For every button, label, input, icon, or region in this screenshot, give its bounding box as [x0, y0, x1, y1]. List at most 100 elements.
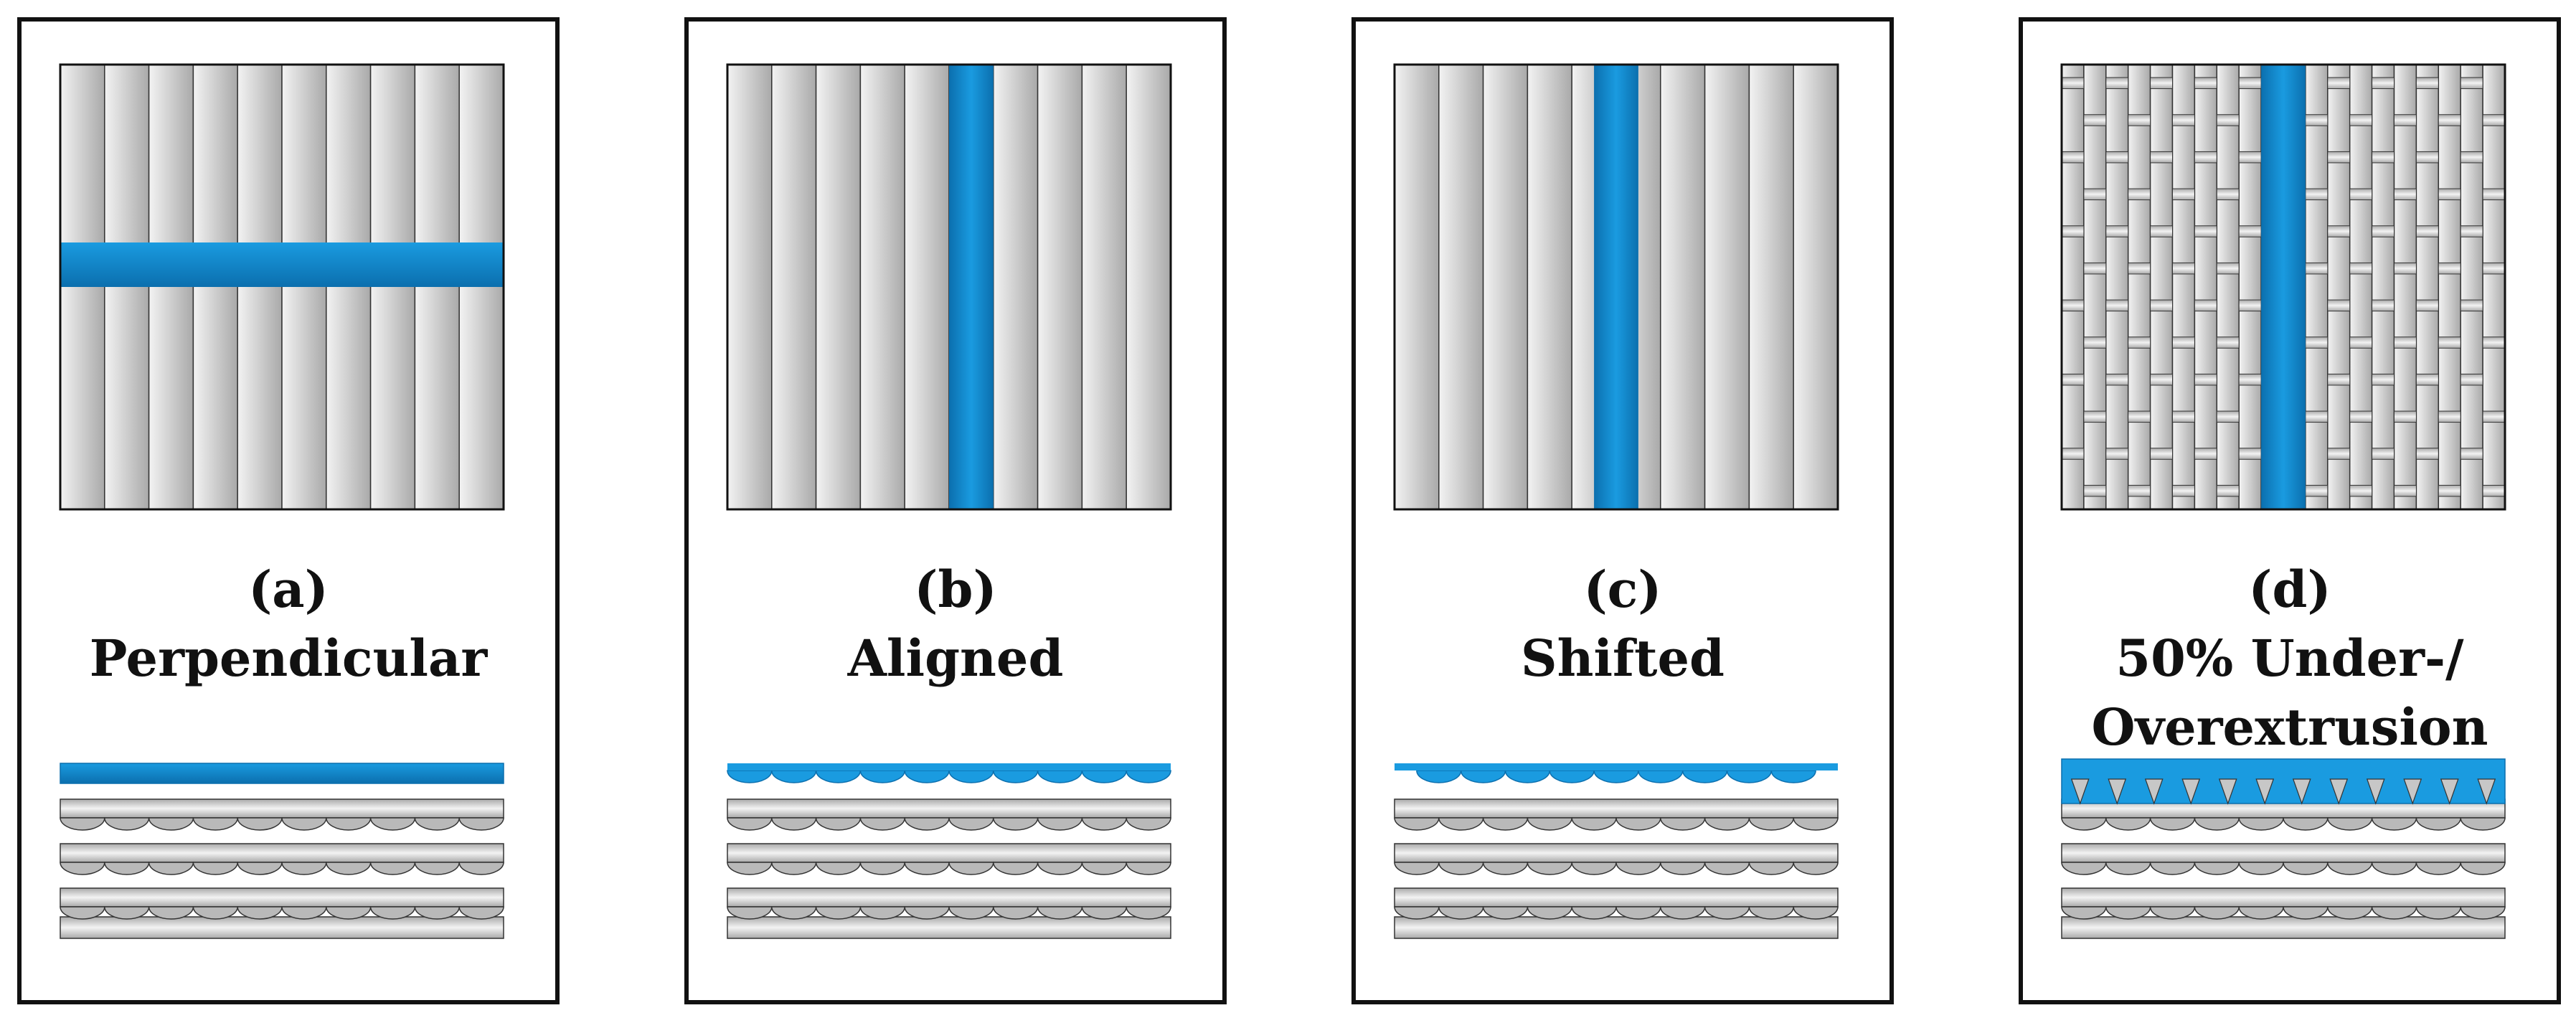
strand	[2128, 114, 2151, 126]
strand	[2194, 448, 2217, 460]
strand	[2216, 484, 2240, 497]
bead	[60, 862, 105, 875]
strand	[2438, 188, 2461, 201]
bead	[1704, 862, 1750, 875]
bead	[281, 862, 327, 875]
strand	[2238, 373, 2262, 386]
highlight-bead	[771, 770, 817, 783]
bead	[1438, 817, 1484, 831]
bead	[1126, 862, 1171, 875]
strand	[1438, 64, 1484, 510]
bead	[281, 906, 327, 920]
plate	[727, 887, 1171, 908]
strand	[2327, 448, 2351, 460]
cross-section	[2061, 758, 2506, 939]
strand	[2194, 299, 2217, 312]
bead	[1527, 906, 1572, 920]
bead	[1527, 862, 1572, 875]
panel-b-illustration	[726, 63, 1172, 939]
panel-a-perpendicular: (a) Perpendicular	[17, 17, 560, 1004]
strand	[2327, 225, 2351, 237]
bead	[2327, 862, 2373, 875]
strand	[2149, 64, 2174, 510]
strand	[859, 64, 905, 510]
bead	[2070, 778, 2090, 805]
strand	[2083, 410, 2107, 423]
strand	[2194, 77, 2217, 90]
highlight-bead	[1726, 770, 1773, 783]
highlight-strand	[949, 65, 994, 509]
strand	[2482, 410, 2506, 423]
strand	[2305, 262, 2329, 275]
panel-c-name: Shifted	[1521, 628, 1725, 688]
bead	[458, 862, 504, 875]
strand	[993, 64, 1039, 510]
bead	[2194, 906, 2240, 920]
strand	[2438, 484, 2461, 497]
bead	[2238, 906, 2284, 920]
strand	[2238, 448, 2262, 460]
panel-d-name-line2: Overextrusion	[2091, 697, 2488, 757]
strand	[2415, 225, 2439, 237]
highlight-bead	[1593, 770, 1639, 783]
strand	[2083, 484, 2107, 497]
bead	[1660, 906, 1706, 920]
strand	[2061, 77, 2085, 90]
bead	[369, 817, 416, 831]
bead	[2061, 906, 2107, 920]
bead	[1571, 862, 1617, 875]
bead	[2415, 862, 2461, 875]
strand	[2172, 188, 2195, 201]
highlight-bead	[993, 770, 1039, 783]
strand	[2105, 64, 2129, 510]
strand	[2105, 225, 2129, 237]
strand	[2238, 299, 2262, 312]
strand	[2372, 373, 2395, 386]
strand	[1793, 64, 1839, 510]
bead	[859, 817, 905, 831]
bead	[1081, 817, 1127, 831]
strand	[1126, 64, 1171, 510]
plate	[60, 916, 504, 939]
bead	[104, 862, 150, 875]
strand	[2372, 151, 2395, 164]
strand	[2438, 262, 2461, 275]
panel-c-shifted: (c) Shifted	[1351, 17, 1894, 1004]
strand	[2394, 188, 2417, 201]
bead	[2460, 817, 2506, 831]
plate	[1394, 843, 1839, 863]
bead	[60, 817, 105, 831]
bead	[904, 817, 950, 831]
panel-d-under-over-extrusion: (d) 50% Under-/ Overextrusion	[2019, 17, 2561, 1004]
bead	[1126, 817, 1171, 831]
bead	[192, 862, 238, 875]
strand	[2105, 151, 2129, 164]
bead	[2371, 862, 2417, 875]
strand	[2216, 262, 2240, 275]
bead	[148, 862, 194, 875]
strand	[2460, 151, 2483, 164]
plate	[60, 887, 504, 908]
plate	[2061, 843, 2506, 863]
highlight-layer	[60, 763, 504, 784]
strand	[2327, 64, 2351, 510]
bead	[1793, 817, 1839, 831]
bead	[104, 817, 150, 831]
strand	[2394, 262, 2417, 275]
bead	[1748, 817, 1794, 831]
strand	[2460, 373, 2483, 386]
strand	[1037, 64, 1083, 510]
highlight-bead	[1770, 770, 1816, 783]
strand	[2061, 64, 2085, 510]
strand	[2216, 336, 2240, 349]
strand	[2128, 410, 2151, 423]
strand	[2482, 262, 2506, 275]
bead	[948, 817, 994, 831]
bead	[2371, 906, 2417, 920]
highlight-bead	[1504, 770, 1551, 783]
bead	[2149, 906, 2196, 920]
bead	[2149, 817, 2196, 831]
bead	[2105, 862, 2151, 875]
highlight-strand	[1594, 65, 1638, 509]
